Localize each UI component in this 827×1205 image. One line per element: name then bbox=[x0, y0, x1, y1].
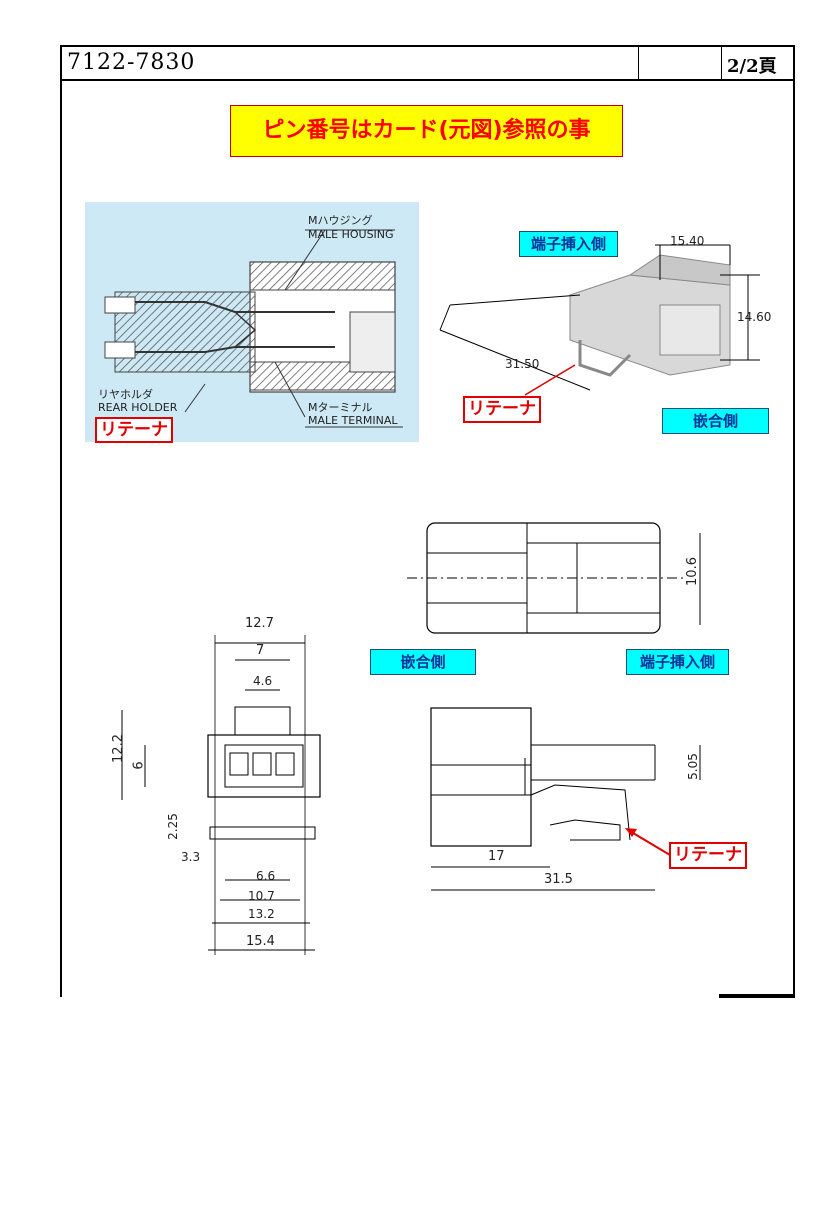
retainer-arrow-icon bbox=[625, 828, 671, 856]
drawing-sheet: 7122-7830 2/2頁 bbox=[60, 45, 795, 997]
title-block: 7122-7830 2/2頁 bbox=[62, 47, 793, 81]
title-block-empty-cell bbox=[638, 47, 722, 79]
front-w2-dim: 7 bbox=[256, 643, 265, 658]
male-terminal-label-en: MALE TERMINAL bbox=[308, 414, 398, 427]
side-l1-dim: 17 bbox=[488, 849, 505, 864]
top-view-drawing bbox=[407, 522, 701, 634]
male-housing-label-jp: Mハウジング bbox=[308, 214, 373, 227]
front-view-drawing bbox=[121, 635, 321, 955]
iso-width-dim: 15.40 bbox=[670, 234, 705, 248]
mating-side-label-drawing: 嵌合側 bbox=[370, 649, 476, 675]
page-number: 2/2頁 bbox=[727, 56, 777, 77]
side-height-dim: 5.05 bbox=[685, 753, 700, 780]
retainer-label-iso: リテーナ bbox=[463, 396, 541, 423]
front-h1-dim: 12.2 bbox=[110, 734, 126, 763]
cross-section-image: Mハウジング MALE HOUSING リヤホルダ REAR HOLDER Mタ… bbox=[85, 202, 419, 442]
iso-length-dim: 31.50 bbox=[505, 357, 540, 371]
pin-number-note: ピン番号はカード(元図)参照の事 bbox=[230, 105, 623, 157]
side-l2-dim: 31.5 bbox=[544, 872, 573, 887]
side-view-drawing bbox=[430, 707, 701, 891]
part-number: 7122-7830 bbox=[67, 50, 196, 75]
cross-section-drawing bbox=[104, 229, 403, 428]
front-h2-dim: 6 bbox=[131, 761, 147, 770]
isometric-view bbox=[439, 244, 760, 396]
front-w1-dim: 12.7 bbox=[245, 616, 274, 631]
bottom-w3-dim: 13.2 bbox=[248, 907, 275, 921]
male-housing-label-en: MALE HOUSING bbox=[308, 228, 394, 241]
retainer-label-drawing: リテーナ bbox=[669, 842, 747, 869]
rear-holder-label-jp: リヤホルダ bbox=[98, 388, 153, 401]
rear-holder-label-en: REAR HOLDER bbox=[98, 401, 178, 414]
bottom-w4-dim: 15.4 bbox=[246, 934, 275, 949]
bottom-w1-dim: 6.6 bbox=[256, 869, 276, 883]
sheet-bottom-mark bbox=[719, 994, 795, 998]
top-height-dim: 10.6 bbox=[684, 557, 700, 586]
iso-height-dim: 14.60 bbox=[737, 310, 772, 324]
front-h3-dim: 2.25 bbox=[165, 813, 180, 840]
terminal-insert-side-label-iso: 端子挿入側 bbox=[519, 231, 618, 257]
front-w3-dim: 4.6 bbox=[253, 674, 273, 688]
male-terminal-label-jp: Mターミナル bbox=[308, 401, 373, 414]
bottom-w2-dim: 10.7 bbox=[248, 889, 275, 903]
terminal-insert-side-label-drawing: 端子挿入側 bbox=[626, 649, 729, 675]
front-h4-dim: 3.3 bbox=[181, 850, 201, 864]
retainer-label-photo: リテーナ bbox=[95, 417, 173, 443]
mating-side-label-iso: 嵌合側 bbox=[662, 408, 769, 434]
